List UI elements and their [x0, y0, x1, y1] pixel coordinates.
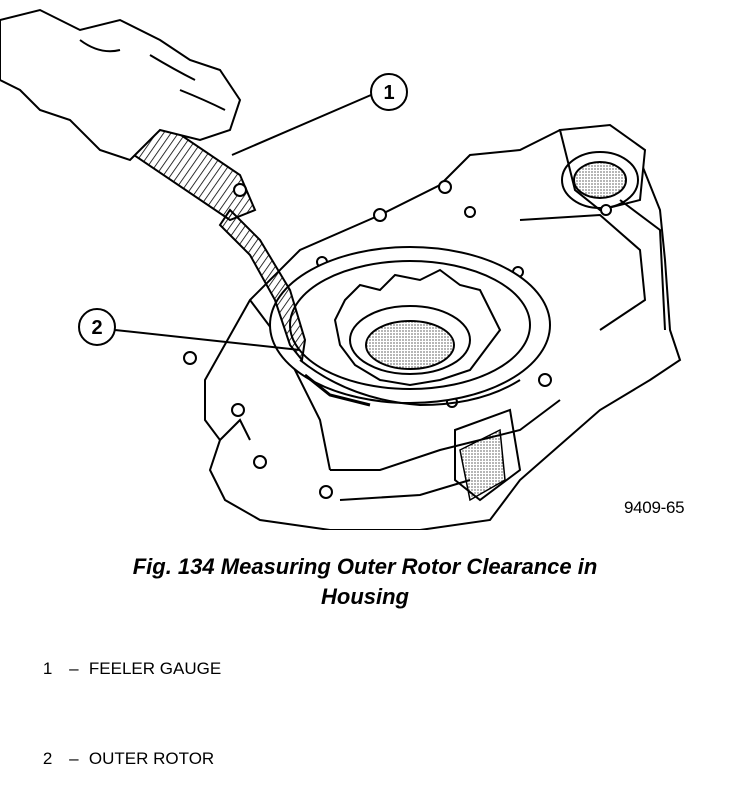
hatch-panels — [459, 151, 639, 502]
callout-2-number: 2 — [91, 317, 102, 339]
legend-item: 1–FEELER GAUGE — [24, 624, 221, 714]
legend-item: 2–OUTER ROTOR — [24, 714, 221, 804]
legend-label: FEELER GAUGE — [88, 659, 222, 678]
caption-line-2: Housing — [321, 584, 409, 609]
callout-1: 1 — [231, 73, 408, 156]
legend-number: 2 — [42, 749, 53, 768]
outer-rotor — [269, 246, 551, 407]
legend: 1–FEELER GAUGE 2–OUTER ROTOR — [24, 624, 221, 804]
figure-code: 9409-65 — [624, 498, 685, 517]
legend-number: 1 — [42, 659, 53, 678]
legend-dash: – — [69, 749, 79, 768]
hand — [0, 8, 242, 162]
technical-illustration: 1 2 — [0, 8, 682, 530]
caption-line-1: Fig. 134 Measuring Outer Rotor Clearance… — [132, 554, 598, 579]
callout-1-number: 1 — [383, 82, 394, 104]
legend-label: OUTER ROTOR — [88, 749, 215, 768]
legend-dash: – — [69, 659, 79, 678]
callout-2: 2 — [78, 308, 301, 351]
figure-caption: Fig. 134 Measuring Outer Rotor Clearance… — [40, 552, 690, 612]
